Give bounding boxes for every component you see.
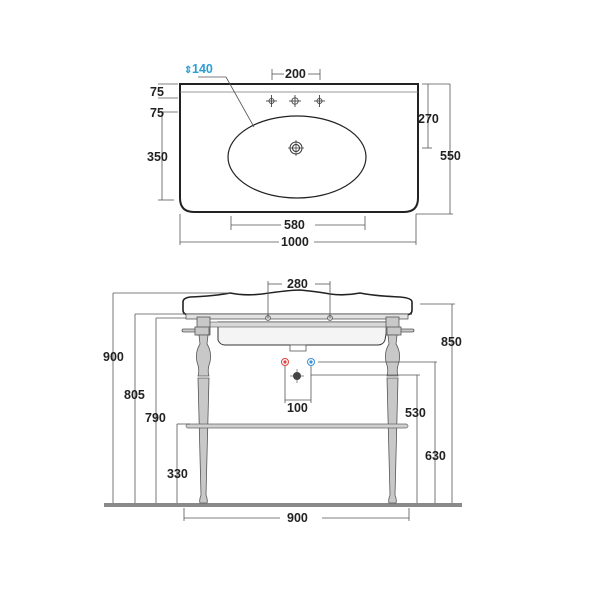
underside-height-label: 790 xyxy=(145,411,166,425)
waste-outlet-icon xyxy=(290,369,304,383)
top-view: 140 ⇕ 200 75 75 350 270 550 580 1000 xyxy=(147,62,461,249)
front-tap-spacing-label: 280 xyxy=(287,277,308,291)
total-height-label: 900 xyxy=(103,350,124,364)
supply-height-label: 630 xyxy=(425,449,446,463)
bowl-ellipse xyxy=(227,115,367,199)
overflow-height-label: 140 xyxy=(192,62,213,76)
total-width-label: 1000 xyxy=(281,235,309,249)
top-height-label: 850 xyxy=(441,335,462,349)
waste-height-label: 530 xyxy=(405,406,426,420)
total-depth-label: 550 xyxy=(440,149,461,163)
hot-supply-icon xyxy=(281,358,289,366)
leg-spacing-label: 900 xyxy=(287,511,308,525)
tap-hole-left-icon xyxy=(266,95,277,107)
drain-icon xyxy=(288,140,304,156)
tap-hole-right-icon xyxy=(314,95,325,107)
vertical-arrow-icon: ⇕ xyxy=(184,65,192,76)
basin-outline-front xyxy=(182,289,413,316)
edge-offset-2-label: 75 xyxy=(150,106,164,120)
edge-offset-1-label: 75 xyxy=(150,85,164,99)
left-leg xyxy=(181,316,211,504)
right-leg xyxy=(385,316,415,504)
floor-line xyxy=(104,503,462,507)
front-view: 280 900 805 790 330 850 530 630 100 900 xyxy=(103,277,462,525)
bowl-width-label: 580 xyxy=(284,218,305,232)
rim-height-label: 805 xyxy=(124,388,145,402)
supply-spacing-label: 100 xyxy=(287,401,308,415)
tap-hole-center-icon xyxy=(289,95,301,107)
drain-offset-label: 270 xyxy=(418,112,439,126)
towel-bar xyxy=(185,423,409,429)
top-tap-spacing-label: 200 xyxy=(285,67,306,81)
bowl-depth-label: 350 xyxy=(147,150,168,164)
shelf-height-label: 330 xyxy=(167,467,188,481)
cold-supply-icon xyxy=(307,358,315,366)
